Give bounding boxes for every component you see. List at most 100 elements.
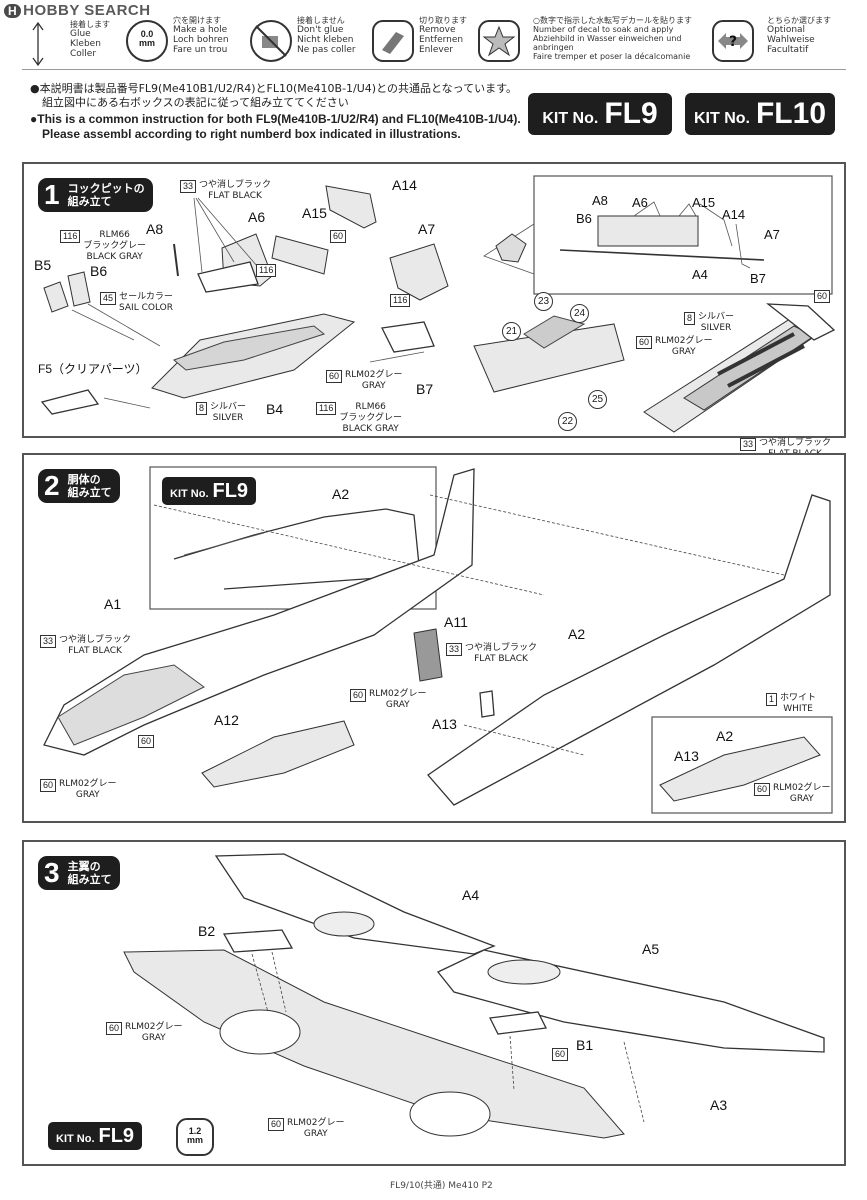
part-a8: A8 <box>146 221 164 237</box>
inset-a6: A6 <box>632 195 648 210</box>
legend-decal: ○数字で指示した水転写デカールを貼ります Number of decal to … <box>478 16 708 66</box>
notice-ja-1: ●本説明書は製品番号FL9(Me410B1/U2/R4)とFL10(Me410B… <box>30 82 518 95</box>
step-2-kit-box: KIT No.FL9 <box>162 477 257 505</box>
drill-hole-icon: 0.0 mm <box>126 20 168 62</box>
legend-remove-ja: 切り取ります <box>419 16 467 25</box>
drill-hole-icon: 1.2 mm <box>176 1118 214 1156</box>
legend-decal-ja: ○数字で指示した水転写デカールを貼ります <box>533 16 692 25</box>
step-1-frame: 1 コックピットの 組み立て <box>22 162 846 438</box>
part-a2: A2 <box>568 626 586 642</box>
decal-21: 21 <box>502 322 521 341</box>
color-note-4: 116 <box>256 264 279 277</box>
step3-color-2: 60 <box>552 1048 571 1061</box>
notice-en-1: ●This is a common instruction for both F… <box>30 112 521 126</box>
legend-drill-ja: 穴を開けます <box>173 16 221 25</box>
kit-box-fl9: KIT No.FL9 <box>528 93 672 135</box>
part-a11: A11 <box>444 614 468 630</box>
part-a3: A3 <box>710 1097 728 1113</box>
inset-a4: A4 <box>692 267 708 282</box>
svg-text:?: ? <box>729 34 737 50</box>
part-a5: A5 <box>642 941 660 957</box>
step-2-frame: 2 胴体の 組み立て KIT No.FL9 A2 A1 A11 A2 A12 A… <box>22 453 846 823</box>
legend-no-glue-text: Don't glue Nicht kleben Ne pas coller <box>297 25 356 55</box>
notice-ja-2: 組立図中にある右ボックスの表記に従って組み立ててください <box>42 96 349 109</box>
part-a4: A4 <box>462 887 480 903</box>
decal-24: 24 <box>570 304 589 323</box>
legend-drill: 0.0 mm 穴を開けます Make a hole Loch bohren Fa… <box>126 16 246 66</box>
part-b2: B2 <box>198 923 216 939</box>
step-3-drawing <box>123 853 825 1139</box>
legend-optional: ? とちらか選びます Optional Wahlweise Facultatif <box>712 16 862 66</box>
legend-decal-text: Number of decal to soak and apply Abzieh… <box>533 25 691 61</box>
step-2-badge: 2 胴体の 組み立て <box>38 469 120 503</box>
inset-b7: B7 <box>750 271 766 286</box>
no-glue-icon <box>250 20 292 62</box>
legend-no-glue: 接着しません Don't glue Nicht kleben Ne pas co… <box>250 16 370 66</box>
legend-optional-ja: とちらか選びます <box>767 16 831 25</box>
decal-icon <box>478 20 520 62</box>
part-b4: B4 <box>266 401 284 417</box>
part-a15: A15 <box>302 205 327 221</box>
part-f5: F5（クリアパーツ） <box>38 362 148 376</box>
color-note-6: 116 <box>390 294 413 307</box>
inset-a15: A15 <box>692 195 716 210</box>
color-note-5: 60 <box>330 230 349 243</box>
part-b6: B6 <box>90 263 108 279</box>
part-a13-detail: A13 <box>674 748 699 764</box>
part-a12: A12 <box>214 712 239 728</box>
inset-a8: A8 <box>592 193 608 208</box>
part-a14: A14 <box>392 177 417 193</box>
inset-a14: A14 <box>722 207 746 222</box>
header-divider <box>22 69 846 70</box>
legend-glue-ja: 接着します <box>70 20 110 29</box>
notice-en-2: Please assembl according to right number… <box>42 127 461 141</box>
step-3-kit-box: KIT No.FL9 <box>48 1122 143 1150</box>
color-note-10: 60 <box>814 290 833 303</box>
step-3-badge: 3 主翼の 組み立て <box>38 856 120 890</box>
decal-25: 25 <box>588 390 607 409</box>
legend-optional-text: Optional Wahlweise Facultatif <box>767 25 815 55</box>
legend-glue-text: Glue Kleben Coller <box>70 29 101 59</box>
part-a1: A1 <box>104 596 122 612</box>
step-1-badge: 1 コックピットの 組み立て <box>38 178 153 212</box>
decal-22: 22 <box>558 412 577 431</box>
legend-glue: 接着します Glue Kleben Coller <box>30 20 140 68</box>
legend-remove: 切り取ります Remove Entfernen Enlever <box>372 16 492 66</box>
step-2-drawing <box>43 466 833 814</box>
remove-icon <box>372 20 414 62</box>
inset-b6: B6 <box>576 211 592 226</box>
part-a13: A13 <box>432 716 457 732</box>
part-a6: A6 <box>248 209 266 225</box>
kit-box-fl10: KIT No.FL10 <box>685 93 835 135</box>
inset-a7: A7 <box>764 227 780 242</box>
step-1-drawing <box>40 175 836 433</box>
part-b7: B7 <box>416 381 434 397</box>
legend-drill-text: Make a hole Loch bohren Fare un trou <box>173 25 229 55</box>
decal-23: 23 <box>534 292 553 311</box>
part-a2-inset: A2 <box>332 486 350 502</box>
part-a2-detail: A2 <box>716 728 734 744</box>
page-footer: FL9/10(共通) Me410 P2 <box>390 1181 493 1191</box>
part-b5: B5 <box>34 257 52 273</box>
step2-color-4: 60 <box>138 735 157 748</box>
optional-icon: ? <box>712 20 754 62</box>
legend-no-glue-ja: 接着しません <box>297 16 345 25</box>
part-b1: B1 <box>576 1037 594 1053</box>
legend-remove-text: Remove Entfernen Enlever <box>419 25 464 55</box>
